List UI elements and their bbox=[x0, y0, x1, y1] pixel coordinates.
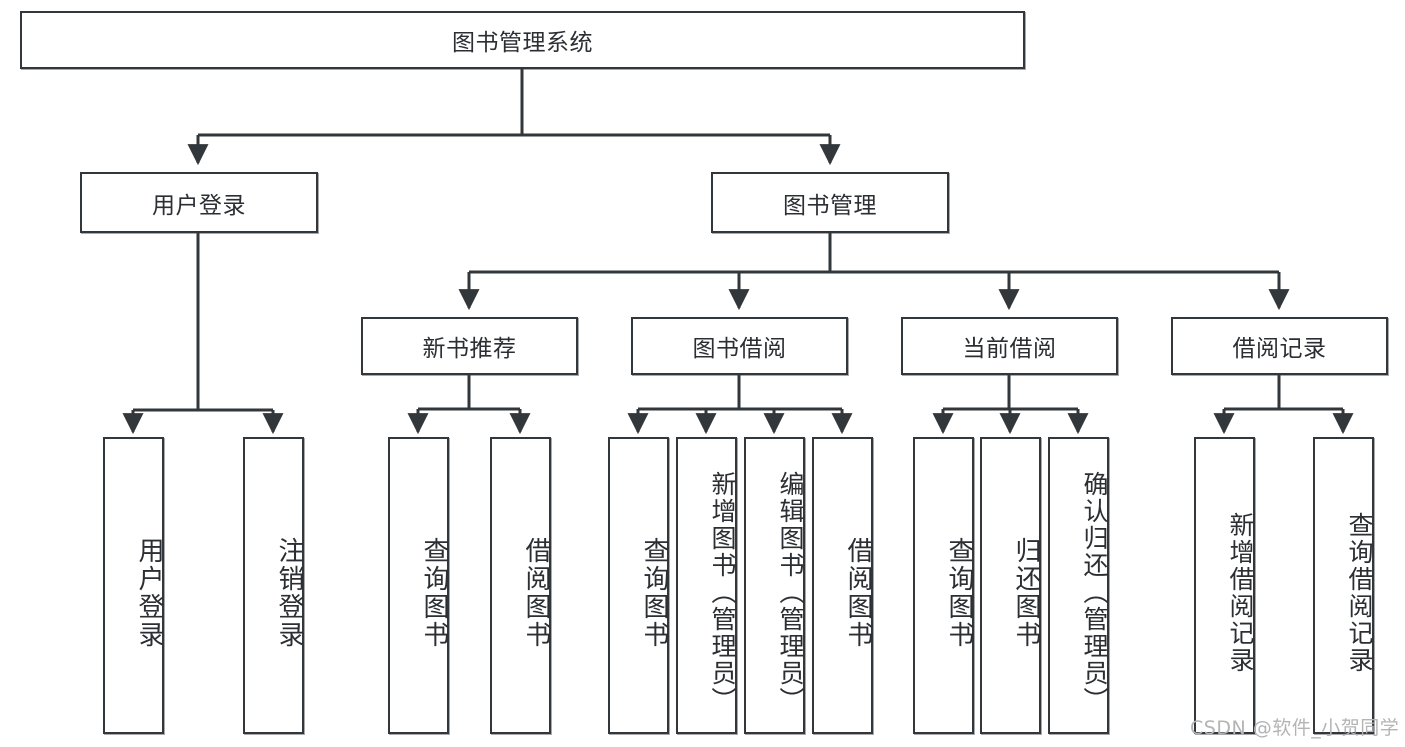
leaf-confirm-return-admin[interactable]: 确认归还（管理员） bbox=[1048, 437, 1109, 734]
node-label: 图书管理 bbox=[783, 192, 877, 219]
node-label: 用户登录 bbox=[152, 192, 246, 219]
leaf-borrow-book-recommend[interactable]: 借阅图书 bbox=[490, 437, 551, 734]
node-label: 查询图书 bbox=[639, 536, 669, 649]
leaf-add-borrow-record[interactable]: 新增借阅记录 bbox=[1194, 437, 1255, 734]
node-label: 图书管理系统 bbox=[452, 30, 593, 56]
node-label: 查询图书 bbox=[419, 536, 449, 649]
node-current-borrow[interactable]: 当前借阅 bbox=[901, 317, 1118, 375]
node-user-login[interactable]: 用户登录 bbox=[80, 172, 318, 233]
leaf-query-book-borrow[interactable]: 查询图书 bbox=[608, 437, 669, 734]
leaf-logout-login[interactable]: 注销登录 bbox=[243, 437, 304, 734]
leaf-query-book-recommend[interactable]: 查询图书 bbox=[388, 437, 449, 734]
node-root-system[interactable]: 图书管理系统 bbox=[20, 11, 1025, 69]
leaf-user-login[interactable]: 用户登录 bbox=[103, 437, 164, 734]
node-label: 借阅图书 bbox=[843, 536, 873, 649]
leaf-edit-book-admin[interactable]: 编辑图书（管理员） bbox=[744, 437, 805, 734]
leaf-return-book[interactable]: 归还图书 bbox=[980, 437, 1041, 734]
node-label: 编辑图书（管理员） bbox=[776, 471, 805, 714]
leaf-query-borrow-record[interactable]: 查询借阅记录 bbox=[1313, 437, 1374, 734]
node-label: 归还图书 bbox=[1011, 536, 1041, 649]
node-label: 用户登录 bbox=[134, 536, 164, 649]
leaf-add-book-admin[interactable]: 新增图书（管理员） bbox=[676, 437, 737, 734]
node-label: 确认归还（管理员） bbox=[1080, 471, 1109, 714]
leaf-borrow-book[interactable]: 借阅图书 bbox=[812, 437, 873, 734]
node-label: 借阅图书 bbox=[521, 536, 551, 649]
node-label: 新增图书（管理员） bbox=[708, 471, 737, 714]
node-label: 图书借阅 bbox=[692, 336, 787, 362]
leaf-query-book-current[interactable]: 查询图书 bbox=[913, 437, 974, 734]
watermark-text: CSDN @软件_小贺同学 bbox=[1190, 717, 1400, 739]
node-label: 查询借阅记录 bbox=[1345, 511, 1374, 674]
node-borrow-record[interactable]: 借阅记录 bbox=[1171, 317, 1388, 375]
node-book-borrow[interactable]: 图书借阅 bbox=[631, 317, 848, 375]
node-label: 查询图书 bbox=[944, 536, 974, 649]
node-new-book-recommend[interactable]: 新书推荐 bbox=[361, 317, 578, 375]
node-label: 借阅记录 bbox=[1232, 336, 1327, 362]
node-label: 新书推荐 bbox=[422, 336, 517, 362]
node-label: 注销登录 bbox=[274, 536, 304, 649]
node-book-management[interactable]: 图书管理 bbox=[711, 172, 949, 233]
node-label: 当前借阅 bbox=[962, 336, 1057, 362]
node-label: 新增借阅记录 bbox=[1226, 511, 1255, 674]
